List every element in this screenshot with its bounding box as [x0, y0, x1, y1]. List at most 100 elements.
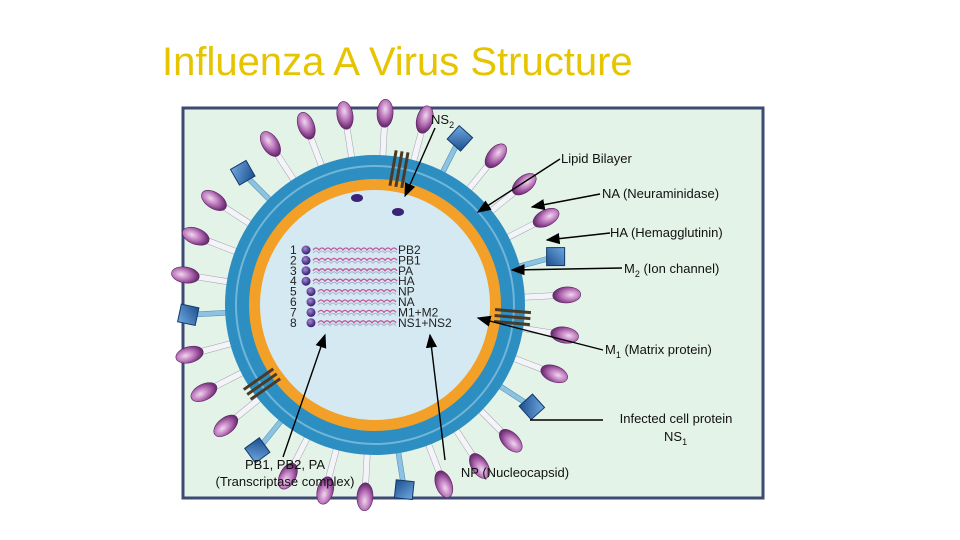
arrow-ns2 — [404, 127, 436, 198]
ha-spike — [505, 207, 560, 241]
page-title: Influenza A Virus Structure — [162, 40, 633, 84]
nucleoprotein-strand — [312, 281, 398, 285]
label-ns2: NS2 — [431, 112, 454, 130]
arrow-pb — [282, 333, 327, 458]
arrow-lipid-bilayer — [476, 158, 561, 213]
polymerase-complex — [301, 255, 311, 265]
label-na: NA (Neuraminidase) — [602, 186, 719, 201]
segment-name: NS1+NS2 — [398, 316, 452, 330]
label-ns1-main: NS — [664, 429, 682, 444]
polymerase-complex — [301, 276, 311, 286]
arrow-ha — [545, 232, 611, 245]
ns2-dot — [392, 208, 404, 216]
label-m1-sub: 1 — [616, 350, 621, 360]
ha-spike — [316, 446, 340, 505]
polymerase-complex — [301, 245, 311, 255]
m2-channel — [493, 307, 532, 327]
ha-spike — [182, 226, 239, 256]
nucleoprotein-strand — [317, 313, 397, 317]
label-ns1-line1: Infected cell protein — [620, 411, 733, 426]
label-lipid-bilayer: Lipid Bilayer — [561, 151, 632, 166]
rna-strand — [312, 257, 398, 262]
m2-channel — [388, 150, 410, 189]
viral-core — [260, 190, 490, 420]
arrow-m1 — [476, 315, 604, 351]
na-spike — [229, 159, 273, 203]
label-pb-line2: (Transcriptase complex) — [216, 474, 355, 489]
ha-spike — [477, 407, 523, 453]
surface-spikes — [171, 98, 582, 512]
na-spike — [517, 247, 566, 270]
label-pb-line1: PB1, PB2, PA — [245, 457, 325, 472]
label-m1-rest: (Matrix protein) — [621, 342, 712, 357]
arrow-np — [425, 333, 446, 461]
m2-channel — [242, 367, 282, 401]
rna-strand — [317, 299, 397, 304]
label-np: NP (Nucleocapsid) — [461, 465, 569, 480]
ns2-dot — [351, 194, 363, 202]
nucleoprotein-strand — [312, 271, 398, 275]
ha-spike — [213, 395, 263, 437]
ha-spike — [201, 189, 253, 228]
polymerase-complex — [306, 307, 316, 317]
ha-spike — [336, 101, 356, 160]
label-ns2-main: NS — [431, 112, 449, 127]
na-spike — [244, 418, 285, 464]
arrow-na — [530, 193, 601, 211]
rna-strand — [317, 288, 397, 293]
polymerase-complex — [306, 287, 316, 297]
segment-name: PA — [398, 264, 413, 278]
segment-number: 4 — [290, 274, 297, 288]
ha-spike — [171, 266, 230, 286]
ha-spike — [520, 324, 579, 344]
label-m1: M1 (Matrix protein) — [605, 342, 712, 360]
segment-name: NP — [398, 285, 415, 299]
na-spike — [439, 124, 474, 175]
nucleoprotein-strand — [317, 292, 397, 296]
ha-spike — [424, 441, 454, 498]
label-ns1-sub: 1 — [682, 437, 687, 447]
ha-spike — [511, 354, 568, 384]
ha-spike — [175, 340, 234, 364]
label-ns1-line2: NS1 — [664, 429, 687, 447]
segment-number: 6 — [290, 295, 297, 309]
na-spike — [393, 450, 415, 501]
polymerase-complex — [306, 318, 316, 328]
label-m2-main: M — [624, 261, 635, 276]
segment-number: 1 — [290, 243, 297, 257]
arrows — [282, 127, 623, 461]
segment-name: PB2 — [398, 243, 421, 257]
ha-spike — [356, 452, 374, 512]
nucleoprotein-strand — [312, 261, 398, 265]
segment-number: 5 — [290, 285, 297, 299]
nucleoprotein-strand — [317, 302, 397, 306]
label-m2-sub: 2 — [635, 269, 640, 279]
label-m2-rest: (Ion channel) — [640, 261, 720, 276]
rna-strand — [312, 247, 398, 252]
ha-spike — [410, 105, 434, 164]
nucleoprotein-strand — [312, 250, 398, 254]
label-ns2-sub: 2 — [449, 120, 454, 130]
segment-name: HA — [398, 274, 415, 288]
polymerase-complex — [306, 297, 316, 307]
ha-spike — [190, 369, 245, 403]
ha-spike — [277, 435, 311, 490]
m2-ion-channels — [242, 150, 532, 401]
segment-name: M1+M2 — [398, 305, 439, 319]
envelope-inner-line — [235, 165, 515, 445]
segment-number: 8 — [290, 316, 297, 330]
rna-strand — [317, 309, 397, 314]
label-m1-main: M — [605, 342, 616, 357]
rna-strand — [312, 278, 398, 283]
segment-name: NA — [398, 295, 415, 309]
arrow-m2 — [510, 264, 623, 276]
label-ha: HA (Hemagglutinin) — [610, 225, 723, 240]
segment-number: 7 — [290, 305, 297, 319]
nucleoprotein-strand — [317, 323, 397, 327]
polymerase-complex — [301, 266, 311, 276]
segment-number: 2 — [290, 253, 297, 267]
internal-dots — [351, 194, 404, 216]
na-spike — [176, 303, 228, 327]
